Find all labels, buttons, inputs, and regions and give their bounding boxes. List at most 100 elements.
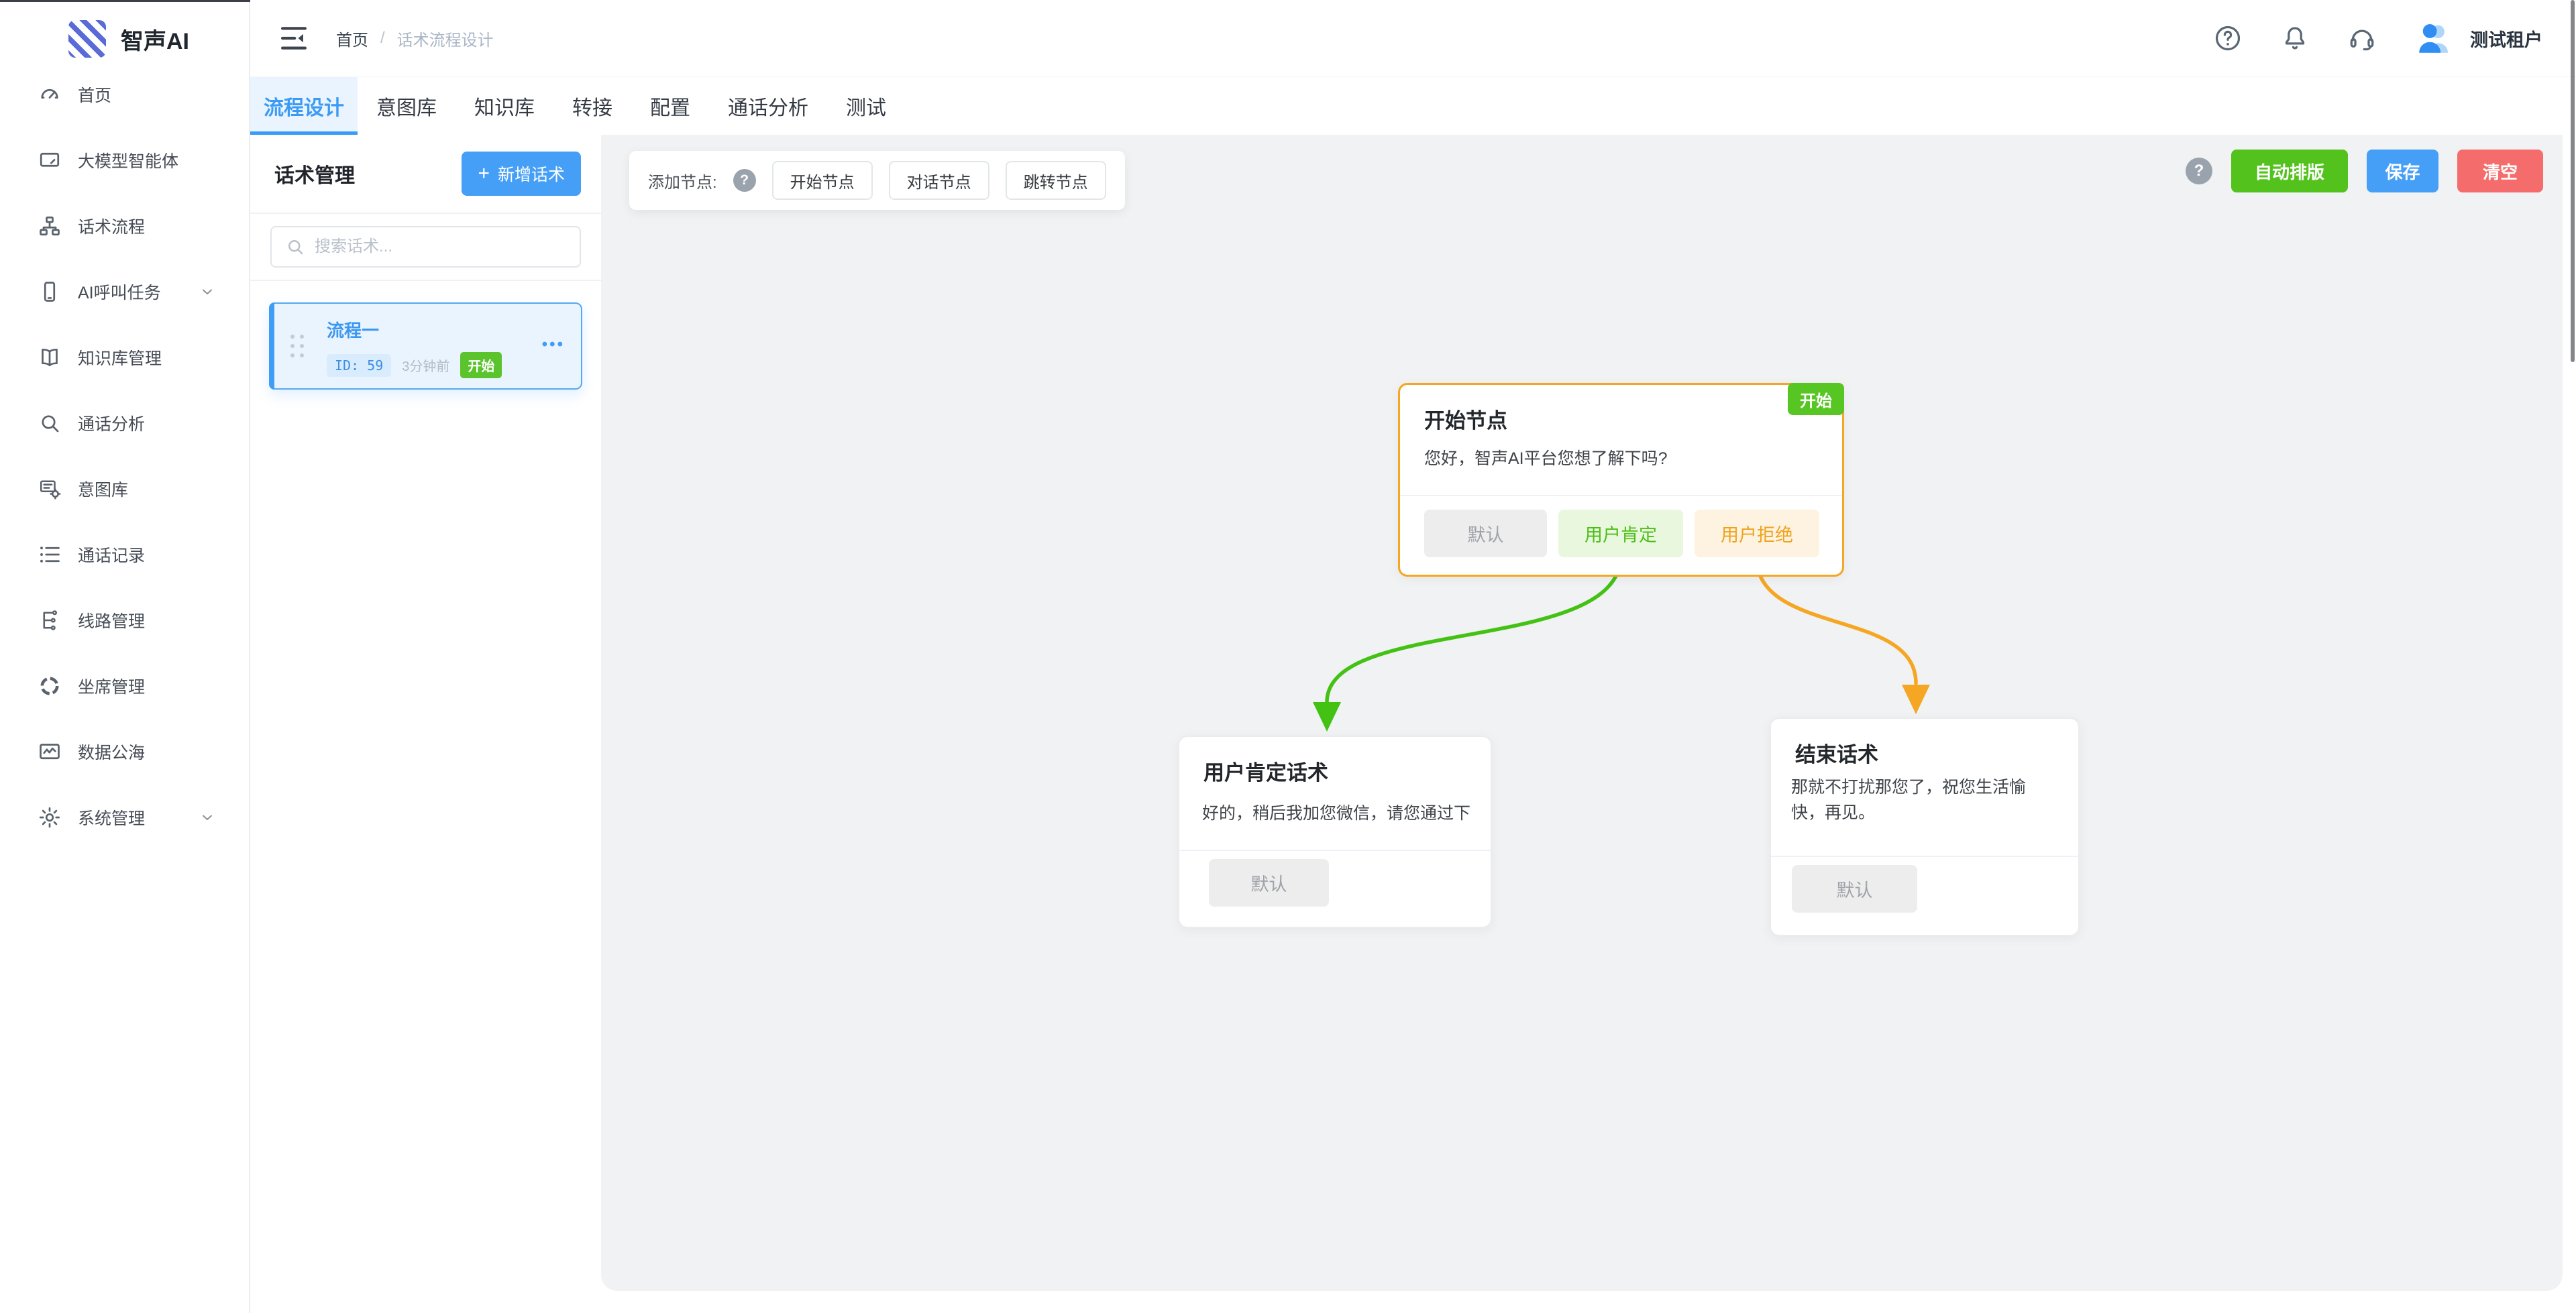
sidebar-top-edge [0,0,250,2]
branch-default-button[interactable]: 默认 [1209,859,1329,907]
branch-default-button[interactable]: 默认 [1792,865,1917,913]
node-title: 开始节点 [1424,409,1507,433]
add-dialog-node-button[interactable]: 对话节点 [888,161,989,200]
sidebar-item-label: 首页 [78,87,112,105]
flow-name: 流程一 [327,321,380,341]
sidebar-item-knowledge-base[interactable]: 知识库管理 [0,325,249,390]
user-avatar[interactable] [2414,19,2453,58]
tab-call-analysis[interactable]: 通话分析 [728,97,808,119]
search-icon [288,240,303,255]
breadcrumb-separator: / [380,29,385,47]
headset-icon[interactable] [2347,23,2377,54]
brand-name: 智声AI [121,28,189,54]
toolbar-help-icon[interactable]: ? [733,169,756,192]
auto-layout-button[interactable]: 自动排版 [2231,150,2348,192]
clear-button[interactable]: 清空 [2457,150,2543,192]
node-divider [1179,850,1491,851]
edge-positive-arrowhead [1313,702,1341,732]
sidebar-item-label: AI呼叫任务 [78,284,161,302]
sidebar: 智声AI 首页 大模型智能体 话术流程 AI呼叫任务 知识库管理 通话分析 [0,0,250,1313]
drag-handle-icon[interactable] [290,335,304,357]
sidebar-item-llm-agent[interactable]: 大模型智能体 [0,127,249,193]
book-icon [38,345,62,369]
tab-flow-design[interactable]: 流程设计 [250,77,358,135]
panel-title: 话术管理 [274,165,355,187]
canvas-actions: ? 自动排版 保存 清空 [2186,150,2543,192]
node-branch-buttons: 默认 [1792,865,1917,913]
breadcrumb-current: 话术流程设计 [396,31,494,50]
phone-icon [38,280,62,304]
gear-icon [38,805,62,830]
sidebar-collapse-icon[interactable] [276,20,312,56]
add-script-label: 新增话术 [497,166,565,184]
sidebar-item-system-management[interactable]: 系统管理 [0,785,249,850]
sidebar-nav: 首页 大模型智能体 话术流程 AI呼叫任务 知识库管理 通话分析 意图库 [0,62,249,850]
topbar-actions: 测试租户 [2212,19,2542,58]
breadcrumb: 首页 / 话术流程设计 [336,27,494,50]
flow-meta: ID: 59 3分钟前 开始 [327,352,502,378]
canvas-help-icon[interactable]: ? [2186,158,2212,184]
tab-test[interactable]: 测试 [846,97,886,119]
sidebar-item-label: 意图库 [78,481,129,500]
chevron-down-icon [199,284,215,300]
flow-card-main: 流程一 ID: 59 3分钟前 开始 [327,317,502,378]
tab-intent-library[interactable]: 意图库 [376,97,437,119]
node-body: 您好，智声AI平台您想了解下吗? [1424,449,1668,468]
brand-logo: 智声AI [0,0,249,62]
scrollbar[interactable] [2571,0,2575,362]
branch-negative-button[interactable]: 用户拒绝 [1695,510,1819,557]
help-icon[interactable] [2212,23,2243,54]
plus-icon: + [478,162,490,184]
selected-accent-bar [269,302,274,390]
intent-icon [38,477,62,501]
node-start[interactable]: 开始 开始节点 您好，智声AI平台您想了解下吗? 默认 用户肯定 用户拒绝 [1398,383,1844,577]
sidebar-item-intent-library[interactable]: 意图库 [0,456,249,522]
save-button[interactable]: 保存 [2367,150,2438,192]
add-script-button[interactable]: + 新增话术 [462,152,581,196]
sidebar-item-data-pool[interactable]: 数据公海 [0,719,249,785]
sidebar-item-seat-management[interactable]: 坐席管理 [0,653,249,719]
branch-positive-button[interactable]: 用户肯定 [1558,510,1683,557]
flow-card-selected[interactable]: 流程一 ID: 59 3分钟前 开始 ••• [269,302,582,390]
tab-config[interactable]: 配置 [650,97,690,119]
node-end-script[interactable]: 结束话术 那就不打扰那您了，祝您生活愉快，再见。 默认 [1770,718,2080,936]
tenant-name[interactable]: 测试租户 [2470,30,2542,50]
seats-icon [38,674,62,698]
list-icon [38,543,62,567]
add-jump-node-button[interactable]: 跳转节点 [1005,161,1106,200]
node-title: 用户肯定话术 [1203,761,1328,785]
sidebar-item-call-analysis[interactable]: 通话分析 [0,390,249,456]
node-branch-buttons: 默认 用户肯定 用户拒绝 [1424,510,1819,557]
flow-id-badge: ID: 59 [327,353,392,377]
topbar: 首页 / 话术流程设计 测试租户 [250,0,2576,77]
add-node-toolbar: 添加节点: ? 开始节点 对话节点 跳转节点 [629,151,1125,210]
node-title: 结束话术 [1795,743,1878,766]
flow-card-menu-icon[interactable]: ••• [541,335,565,353]
tab-knowledge-base[interactable]: 知识库 [474,97,535,119]
sidebar-item-label: 通话分析 [78,415,146,434]
node-user-positive[interactable]: 用户肯定话术 好的，稍后我加您微信，请您通过下 默认 [1178,736,1492,928]
edge-positive [1325,554,1623,704]
sidebar-item-label: 话术流程 [78,218,146,237]
sidebar-item-ai-call-task[interactable]: AI呼叫任务 [0,259,249,325]
sidebar-item-call-records[interactable]: 通话记录 [0,522,249,587]
script-management-panel: 话术管理 + 新增话术 流程一 ID: 59 3分钟前 开始 ••• [250,135,601,1291]
search-input[interactable] [305,237,580,256]
branch-default-button[interactable]: 默认 [1424,510,1547,557]
sidebar-item-script-flow[interactable]: 话术流程 [0,193,249,259]
sidebar-item-home[interactable]: 首页 [0,62,249,127]
add-start-node-button[interactable]: 开始节点 [771,161,873,200]
sidebar-item-label: 线路管理 [78,612,146,631]
sidebar-item-label: 大模型智能体 [78,152,179,171]
flow-canvas[interactable]: 添加节点: ? 开始节点 对话节点 跳转节点 ? 自动排版 保存 清空 开始 开… [601,135,2563,1291]
sidebar-item-line-management[interactable]: 线路管理 [0,587,249,653]
panel-header: 话术管理 + 新增话术 [250,135,601,214]
tab-transfer[interactable]: 转接 [572,97,612,119]
route-icon [38,608,62,632]
flow-list: 流程一 ID: 59 3分钟前 开始 ••• [250,281,601,411]
node-body: 好的，稍后我加您微信，请您通过下 [1202,804,1470,823]
bell-icon[interactable] [2279,23,2310,54]
agent-icon [38,148,62,172]
node-divider [1771,856,2078,857]
breadcrumb-home[interactable]: 首页 [336,31,368,50]
